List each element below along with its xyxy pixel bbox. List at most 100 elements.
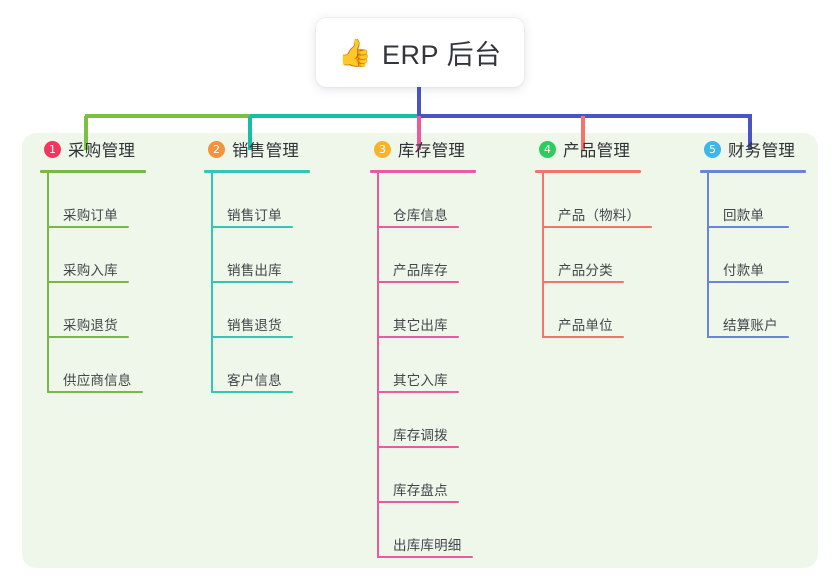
leaf-node-underline <box>707 336 789 338</box>
leaf-node-underline <box>542 336 624 338</box>
leaf-node-underline <box>377 336 459 338</box>
root-node-card[interactable]: 👍 ERP 后台 <box>316 18 524 87</box>
leaf-node-label: 销售订单 <box>227 208 282 223</box>
branch-vertical-rail <box>377 173 379 558</box>
branch-number-badge: 2 <box>208 140 225 158</box>
branch-header[interactable]: 3 库存管理 <box>370 133 476 165</box>
branch-number-badge: 3 <box>374 140 391 158</box>
leaf-node-label: 其它出库 <box>393 318 448 333</box>
branch-column-2: 2 销售管理销售订单销售出库销售退货客户信息 <box>204 133 310 393</box>
branch-item-list: 销售订单销售出库销售退货客户信息 <box>204 173 310 393</box>
leaf-node-underline <box>47 226 129 228</box>
branch-title: 采购管理 <box>68 142 136 160</box>
leaf-node-label: 产品库存 <box>393 263 448 278</box>
leaf-node-label: 库存盘点 <box>393 483 448 498</box>
branch-underline <box>700 170 806 173</box>
branch-item-list: 采购订单采购入库采购退货供应商信息 <box>40 173 146 393</box>
branch-header[interactable]: 2 销售管理 <box>204 133 310 165</box>
leaf-node-label: 结算账户 <box>723 318 778 333</box>
leaf-node[interactable]: 采购订单 <box>47 173 146 228</box>
branch-item-list: 回款单付款单结算账户 <box>700 173 806 338</box>
branch-vertical-rail <box>211 173 213 393</box>
leaf-node-label: 客户信息 <box>227 373 282 388</box>
leaf-node-underline <box>542 281 624 283</box>
leaf-node[interactable]: 供应商信息 <box>47 338 146 393</box>
leaf-node-underline <box>377 281 459 283</box>
leaf-node-underline <box>211 391 293 393</box>
leaf-node-underline <box>211 226 293 228</box>
leaf-node-underline <box>377 391 459 393</box>
leaf-node-label: 采购订单 <box>63 208 118 223</box>
branch-column-3: 3 库存管理仓库信息产品库存其它出库其它入库库存调拨库存盘点出库库明细 <box>370 133 476 558</box>
branch-columns: 1 采购管理采购订单采购入库采购退货供应商信息 2 销售管理销售订单销售出库销售退货客… <box>0 133 839 568</box>
leaf-node[interactable]: 产品分类 <box>542 228 641 283</box>
branch-header[interactable]: 1 采购管理 <box>40 133 146 165</box>
branch-item-list: 仓库信息产品库存其它出库其它入库库存调拨库存盘点出库库明细 <box>370 173 476 558</box>
leaf-node-label: 仓库信息 <box>393 208 448 223</box>
leaf-node-underline <box>47 336 129 338</box>
branch-number-badge: 4 <box>539 140 556 158</box>
leaf-node[interactable]: 结算账户 <box>707 283 806 338</box>
leaf-node[interactable]: 产品单位 <box>542 283 641 338</box>
leaf-node-underline <box>211 336 293 338</box>
leaf-node[interactable]: 库存盘点 <box>377 448 476 503</box>
leaf-node-underline <box>47 281 129 283</box>
leaf-node-underline <box>377 446 459 448</box>
branch-item-list: 产品（物料） 产品分类产品单位 <box>535 173 652 338</box>
leaf-node[interactable]: 产品库存 <box>377 228 476 283</box>
thumbs-up-icon: 👍 <box>338 38 373 68</box>
branch-title: 库存管理 <box>398 142 466 160</box>
leaf-node[interactable]: 销售订单 <box>211 173 310 228</box>
branch-title: 财务管理 <box>728 142 796 160</box>
leaf-node[interactable]: 采购退货 <box>47 283 146 338</box>
branch-underline <box>370 170 476 173</box>
leaf-node-underline <box>377 501 459 503</box>
leaf-node-label: 销售出库 <box>227 263 282 278</box>
leaf-node[interactable]: 销售退货 <box>211 283 310 338</box>
leaf-node[interactable]: 其它入库 <box>377 338 476 393</box>
leaf-node[interactable]: 产品（物料） <box>542 173 652 228</box>
leaf-node-underline <box>377 226 459 228</box>
branch-vertical-rail <box>707 173 709 338</box>
branch-vertical-rail <box>542 173 544 338</box>
leaf-node-underline <box>47 391 143 393</box>
leaf-node-label: 回款单 <box>723 208 765 223</box>
leaf-node-label: 销售退货 <box>227 318 282 333</box>
leaf-node-underline <box>542 226 652 228</box>
branch-underline <box>535 170 641 173</box>
leaf-node-label: 出库库明细 <box>393 538 462 553</box>
leaf-node-label: 产品分类 <box>558 263 613 278</box>
leaf-node-underline <box>707 281 789 283</box>
leaf-node[interactable]: 付款单 <box>707 228 806 283</box>
leaf-node-label: 产品单位 <box>558 318 613 333</box>
root-node-title: ERP 后台 <box>382 40 502 70</box>
leaf-node-label: 付款单 <box>723 263 765 278</box>
leaf-node-label: 产品（物料） <box>558 208 641 223</box>
leaf-node[interactable]: 其它出库 <box>377 283 476 338</box>
diagram-background-panel <box>22 133 818 568</box>
branch-column-1: 1 采购管理采购订单采购入库采购退货供应商信息 <box>40 133 146 393</box>
branch-number-badge: 1 <box>44 140 61 158</box>
branch-title: 销售管理 <box>232 142 300 160</box>
leaf-node-label: 采购退货 <box>63 318 118 333</box>
branch-underline <box>40 170 146 173</box>
leaf-node[interactable]: 回款单 <box>707 173 806 228</box>
leaf-node-label: 其它入库 <box>393 373 448 388</box>
leaf-node[interactable]: 仓库信息 <box>377 173 476 228</box>
leaf-node[interactable]: 销售出库 <box>211 228 310 283</box>
leaf-node-underline <box>707 226 789 228</box>
leaf-node[interactable]: 客户信息 <box>211 338 310 393</box>
leaf-node[interactable]: 出库库明细 <box>377 503 476 558</box>
leaf-node-underline <box>377 556 473 558</box>
leaf-node[interactable]: 库存调拨 <box>377 393 476 448</box>
leaf-node[interactable]: 采购入库 <box>47 228 146 283</box>
branch-underline <box>204 170 310 173</box>
branch-vertical-rail <box>47 173 49 393</box>
leaf-node-underline <box>211 281 293 283</box>
leaf-node-label: 供应商信息 <box>63 373 132 388</box>
leaf-node-label: 库存调拨 <box>393 428 448 443</box>
